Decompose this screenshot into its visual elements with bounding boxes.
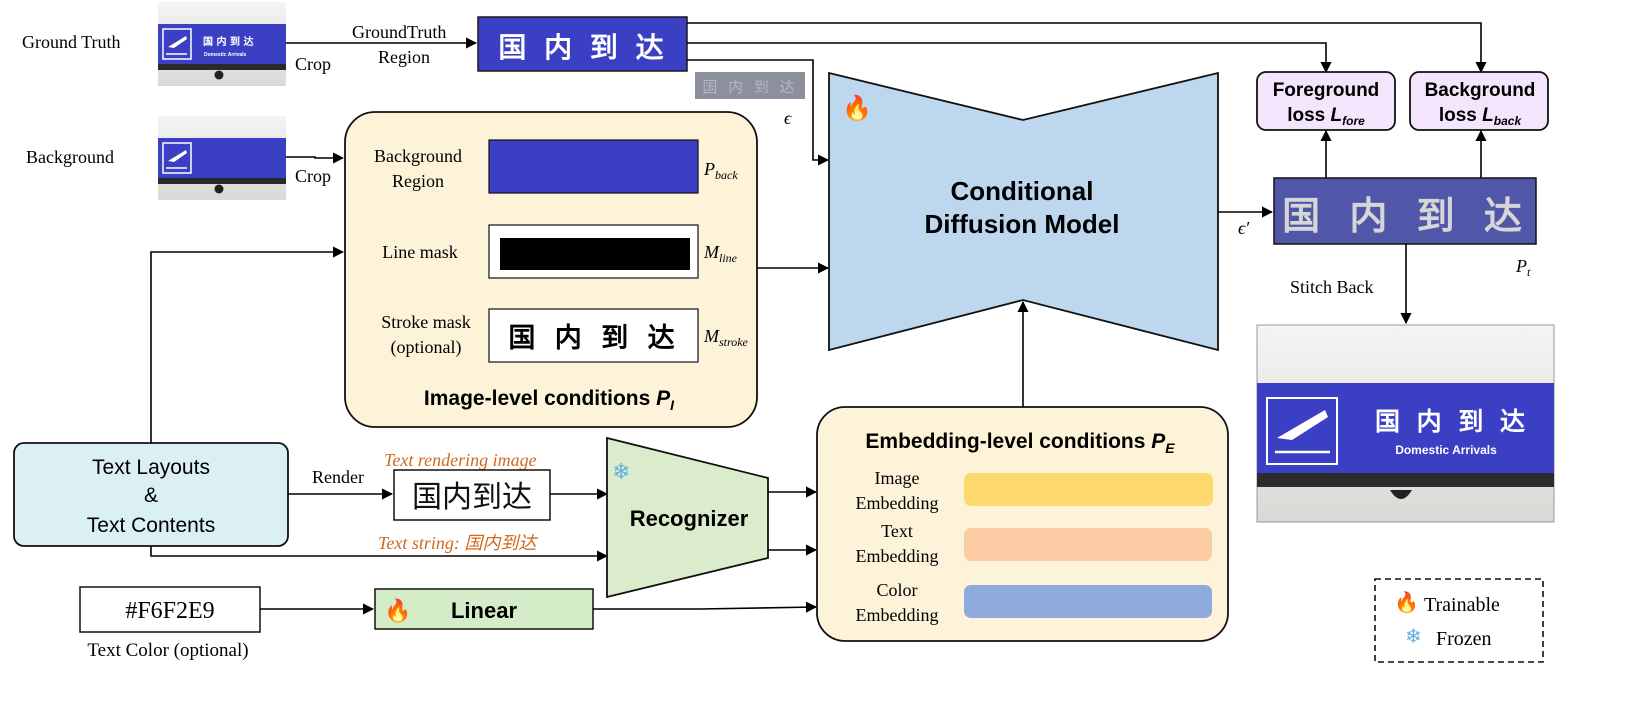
stitched-result-image: 国 内 到 达 Domestic Arrivals xyxy=(1256,324,1555,523)
background-image xyxy=(158,116,286,200)
noise-patch: 国 内 到 达 xyxy=(695,72,805,99)
diffusion-title-line1: Conditional xyxy=(951,176,1094,206)
ground-truth-image: 国 内 到 达 Domestic Arrivals xyxy=(158,2,286,86)
background-region-label-2: Region xyxy=(392,171,444,191)
snowflake-icon: ❄ xyxy=(612,459,630,484)
fire-icon: 🔥 xyxy=(1394,590,1419,614)
p-t-symbol: Pt xyxy=(1515,256,1531,279)
legend xyxy=(1374,578,1544,663)
image-embedding-bar xyxy=(964,473,1213,506)
gt-to-background-loss-arrow xyxy=(687,22,1487,74)
text-string-caption: Text string: 国内到达 xyxy=(378,533,538,553)
color-embedding-bar xyxy=(964,585,1212,618)
plane-icon xyxy=(168,150,187,162)
render-label: Render xyxy=(312,467,364,487)
fire-icon: 🔥 xyxy=(842,94,872,122)
text-layouts-label: Text Layouts xyxy=(92,456,210,479)
text-color-caption: Text Color (optional) xyxy=(87,640,248,661)
output-sign-text: 国 内 到 达 xyxy=(1282,194,1530,238)
p-back-symbol: Pback xyxy=(703,159,738,182)
stroke-mask-label-2: (optional) xyxy=(391,337,462,358)
foreground-loss-label-2: loss Lfore xyxy=(1287,105,1365,128)
recognizer xyxy=(606,436,769,599)
gt-region-image: 国 内 到 达 xyxy=(477,16,688,72)
plane-icon xyxy=(168,36,187,48)
snowflake-icon: ❄ xyxy=(1405,626,1422,648)
color-embedding-label-2: Embedding xyxy=(856,605,939,625)
stitched-sign-english: Domestic Arrivals xyxy=(1395,443,1497,457)
recognizer-label: Recognizer xyxy=(630,506,749,531)
background-region-image xyxy=(488,139,699,194)
gt-to-foreground-loss-arrow xyxy=(687,42,1332,74)
text-layouts-amp: & xyxy=(144,484,158,507)
image-level-conditions-title: Image-level conditions PI xyxy=(424,387,675,413)
crop-label-gt: Crop xyxy=(295,54,331,74)
text-rendering-image-caption: Text rendering image xyxy=(384,450,537,470)
background-loss-label: Background xyxy=(1425,80,1536,101)
text-contents-label: Text Contents xyxy=(87,514,215,537)
image-embedding-label: Image xyxy=(875,468,920,488)
background-region-label: Background xyxy=(374,146,462,166)
gt-region-label: GroundTruth xyxy=(352,22,446,42)
background-label: Background xyxy=(26,147,114,167)
text-color-input xyxy=(79,586,261,633)
text-embedding-label-2: Embedding xyxy=(856,546,939,566)
fire-icon: 🔥 xyxy=(384,598,411,623)
stroke-mask-text: 国 内 到 达 xyxy=(508,323,679,354)
diffusion-title-line2: Diffusion Model xyxy=(925,209,1120,239)
text-embedding-label: Text xyxy=(881,521,913,541)
image-embedding-label-2: Embedding xyxy=(856,493,939,513)
linear-label: Linear xyxy=(451,598,517,623)
line-mask-label: Line mask xyxy=(382,242,457,262)
m-stroke-symbol: Mstroke xyxy=(703,326,749,349)
rendered-text: 国内到达 xyxy=(412,480,532,515)
text-color-value: #F6F2E9 xyxy=(125,598,214,624)
noise-patch-text: 国 内 到 达 xyxy=(702,78,797,96)
ground-truth-label: Ground Truth xyxy=(22,32,121,52)
epsilon-symbol: ϵ xyxy=(784,108,792,128)
text-embedding-bar xyxy=(964,528,1212,561)
text-string-arrow xyxy=(150,546,609,562)
crop-arrow-bg xyxy=(286,152,345,164)
linear-to-color-embedding-arrow xyxy=(593,601,818,613)
m-line-symbol: Mline xyxy=(703,242,738,265)
color-embedding-label: Color xyxy=(876,580,917,600)
gt-region-sign-text: 国 内 到 达 xyxy=(498,31,667,64)
legend-frozen: Frozen xyxy=(1436,628,1492,650)
layouts-to-image-conditions-arrow xyxy=(150,246,345,443)
foreground-loss-label: Foreground xyxy=(1273,80,1380,101)
sign-english: Domestic Arrivals xyxy=(204,52,247,58)
gt-region-label-2: Region xyxy=(378,47,430,67)
stitch-back-label: Stitch Back xyxy=(1290,277,1374,297)
sign-chinese: 国 内 到 达 xyxy=(203,35,253,48)
legend-trainable: Trainable xyxy=(1424,594,1500,616)
line-mask-fill xyxy=(500,238,690,270)
epsilon-prime-symbol: ϵ′ xyxy=(1238,218,1250,238)
noise-to-diffusion-arrow xyxy=(687,59,830,166)
embedding-level-conditions-title: Embedding-level conditions PE xyxy=(865,430,1175,456)
stitched-sign-chinese: 国 内 到 达 xyxy=(1375,407,1529,436)
crop-label-bg: Crop xyxy=(295,166,331,186)
text-rendering-image xyxy=(393,469,551,521)
conditional-diffusion-model xyxy=(828,71,1219,352)
output-image: 国 内 到 达 xyxy=(1273,177,1537,245)
plane-icon xyxy=(1277,410,1328,440)
background-loss-label-2: loss Lback xyxy=(1439,105,1523,128)
stroke-mask-label: Stroke mask xyxy=(381,312,471,332)
stroke-mask-image xyxy=(488,308,699,363)
